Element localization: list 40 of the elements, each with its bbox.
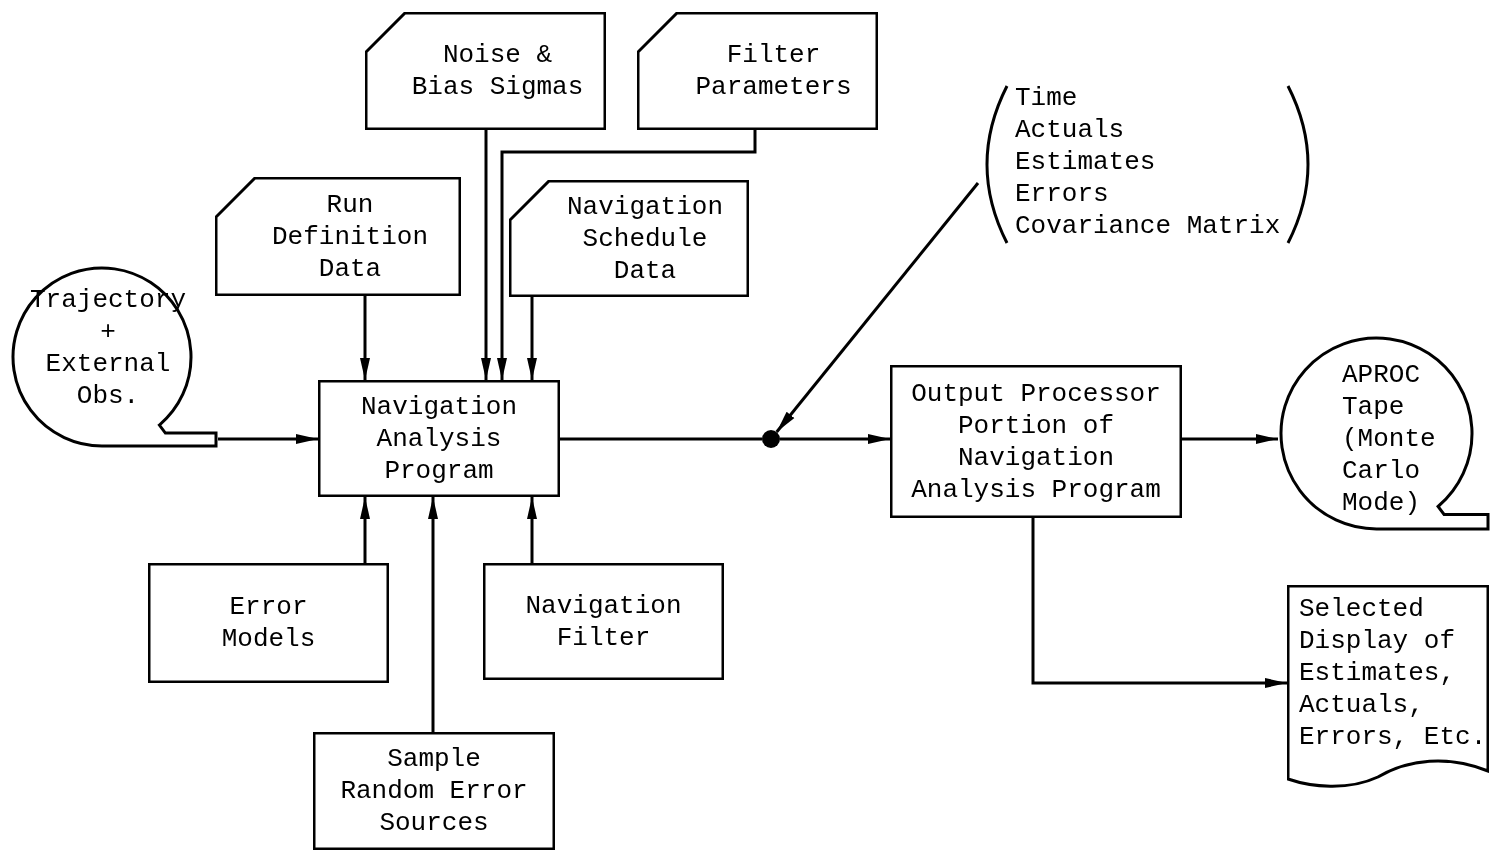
node-label: Navigation Filter <box>524 589 683 654</box>
arrow <box>428 497 438 732</box>
input-card <box>637 12 878 130</box>
process-box <box>890 365 1182 518</box>
node-label: Noise & Bias Sigmas <box>410 39 585 103</box>
node-label: Navigation Analysis Program <box>359 390 518 487</box>
list-item: Errors <box>1015 178 1109 210</box>
arrow <box>360 296 370 380</box>
node-label: Navigation Schedule Data <box>565 190 724 287</box>
node-label: + <box>99 316 117 348</box>
input-card <box>215 177 461 296</box>
arrow <box>360 497 370 563</box>
arrow <box>527 497 537 563</box>
process-box <box>148 563 389 683</box>
list-item: Estimates <box>1015 146 1156 178</box>
node-label: Run Definition Data <box>270 188 429 285</box>
node-label: Filter Parameters <box>694 39 853 103</box>
node-label: Output Processor Portion of Navigation Analysis Program <box>910 377 1162 506</box>
input-card <box>509 180 749 297</box>
arrow <box>497 130 757 380</box>
arrow <box>1031 518 1287 688</box>
node-label: Sample Random Error Sources <box>339 743 529 839</box>
list-item: Covariance Matrix <box>1015 210 1281 242</box>
list-item: Actuals <box>1015 114 1125 146</box>
arrow <box>775 182 980 433</box>
arrow <box>527 297 537 380</box>
arrow <box>481 130 491 380</box>
node-label: Selected Display of Estimates, Actuals, Errors, Etc. <box>1299 593 1488 753</box>
process-box <box>313 732 555 850</box>
node-label: Error Models <box>220 591 317 655</box>
node-label: External Obs. <box>44 348 172 412</box>
list-item: Time <box>1015 82 1078 114</box>
process-box <box>483 563 724 680</box>
input-card <box>365 12 606 130</box>
arrow <box>218 434 318 444</box>
connector-line <box>560 437 762 441</box>
process-box <box>318 380 560 497</box>
node-label: APROC Tape (Monte Carlo Mode) <box>1342 359 1437 519</box>
arrow <box>780 434 890 444</box>
arrow <box>1182 434 1278 444</box>
